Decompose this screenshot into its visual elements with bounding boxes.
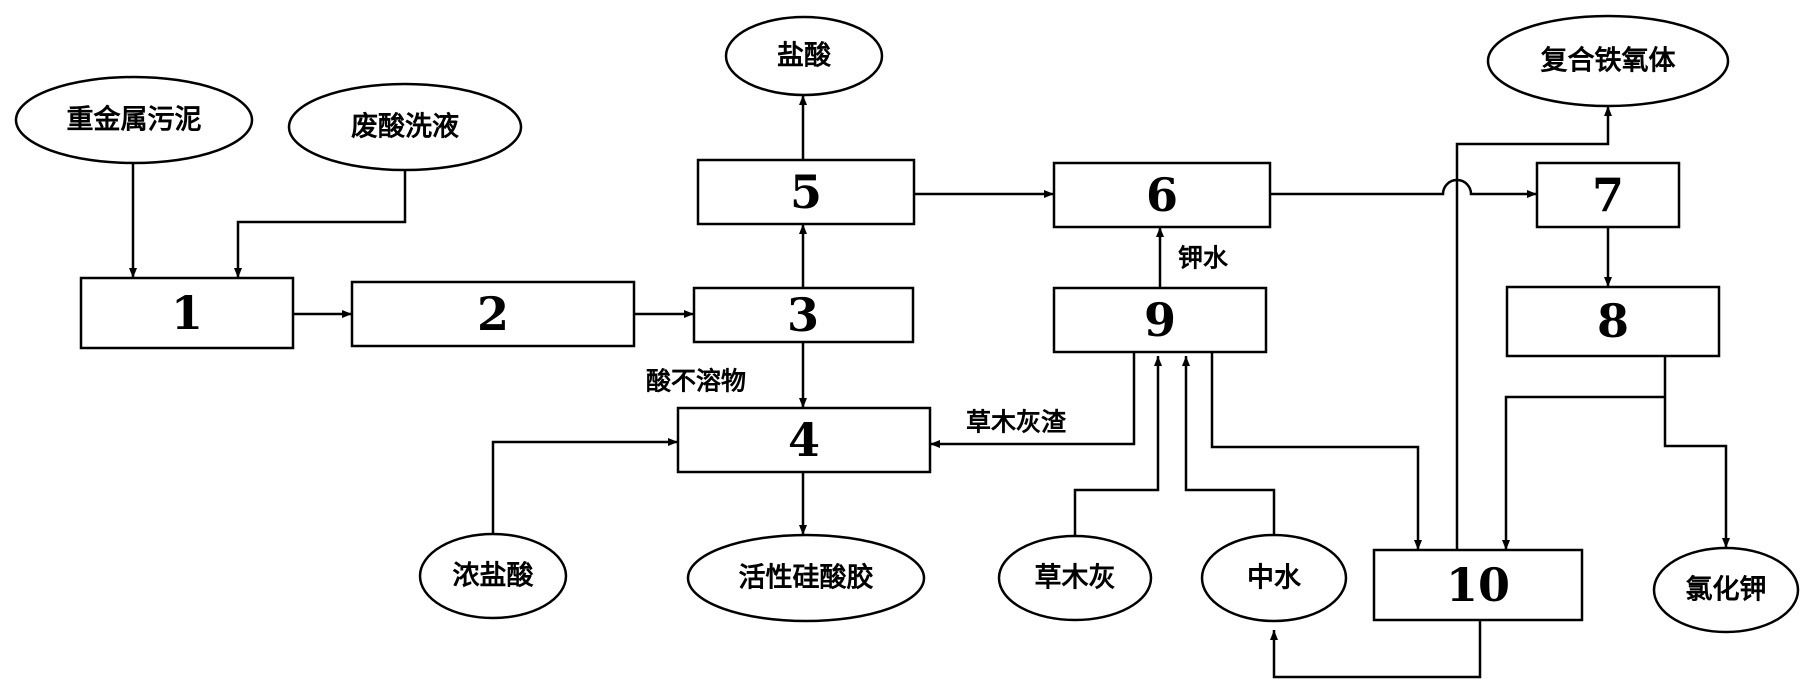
process-box-8: 8 (1505, 285, 1721, 358)
arrow-conchcl-to-4 (491, 438, 678, 534)
edge-label-plant-ash-residue: 草木灰渣 (966, 408, 1067, 437)
arrow-9-to-10 (1210, 352, 1422, 550)
process-box-3: 3 (692, 286, 915, 344)
edge-label-acid-insoluble: 酸不溶物 (646, 367, 746, 396)
material-active-silicic-gel-label: 活性硅酸胶 (739, 562, 874, 594)
process-box-9-label: 9 (1144, 293, 1176, 347)
arrow-acidwash-to-1 (234, 170, 407, 278)
material-potassium-chloride: 氯化钾 (1652, 546, 1800, 634)
process-box-5-label: 5 (790, 165, 822, 219)
process-box-8-label: 8 (1597, 294, 1629, 348)
edge-labels: 酸不溶物 草木灰渣 钾水 (646, 244, 1229, 437)
materials: 重金属污泥 废酸洗液 盐酸 复合铁氧体 浓盐酸 活性硅酸胶 草木灰 中水 (14, 14, 1800, 634)
material-reclaimed-water-label: 中水 (1247, 563, 1302, 594)
process-box-5: 5 (696, 158, 916, 226)
material-waste-acid-wash: 废酸洗液 (287, 82, 523, 172)
arrow-6-to-7 (1270, 178, 1537, 198)
material-composite-ferrite: 复合铁氧体 (1486, 14, 1730, 108)
process-box-10-label: 10 (1446, 558, 1510, 612)
process-box-9: 9 (1052, 286, 1268, 354)
arrow-water-to-9 (1182, 356, 1276, 536)
arrow-10-to-ferrite (1455, 106, 1612, 550)
process-box-4: 4 (676, 406, 932, 474)
process-box-7-label: 7 (1592, 168, 1624, 222)
process-box-6: 6 (1052, 161, 1272, 229)
process-box-10: 10 (1372, 548, 1584, 622)
material-composite-ferrite-label: 复合铁氧体 (1541, 45, 1677, 77)
material-active-silicic-gel: 活性硅酸胶 (686, 533, 926, 623)
process-box-1-label: 1 (171, 286, 203, 340)
material-conc-hydrochloric-acid-label: 浓盐酸 (453, 561, 535, 592)
process-box-6-label: 6 (1146, 168, 1178, 222)
material-potassium-chloride-label: 氯化钾 (1686, 574, 1767, 606)
material-hydrochloric-acid-label: 盐酸 (777, 41, 832, 72)
arrow-9-to-4 (930, 352, 1136, 448)
process-box-4-label: 4 (788, 413, 820, 467)
process-box-2-label: 2 (477, 287, 509, 341)
material-plant-ash: 草木灰 (997, 534, 1153, 622)
process-boxes: 1 2 3 4 5 6 7 8 (79, 158, 1721, 622)
arrow-10-to-water (1270, 620, 1482, 679)
material-reclaimed-water: 中水 (1200, 533, 1348, 623)
arrow-plantash-to-9 (1073, 356, 1162, 536)
material-conc-hydrochloric-acid: 浓盐酸 (418, 532, 568, 620)
material-hydrochloric-acid: 盐酸 (724, 15, 884, 97)
material-waste-acid-wash-label: 废酸洗液 (351, 111, 459, 143)
arrow-8-to-10 (1502, 395, 1665, 550)
process-box-1: 1 (79, 276, 295, 350)
material-plant-ash-label: 草木灰 (1035, 563, 1116, 594)
material-heavy-metal-sludge: 重金属污泥 (14, 75, 254, 165)
process-box-3-label: 3 (787, 288, 819, 342)
arrow-8-to-kcl (1663, 356, 1730, 548)
process-box-7: 7 (1535, 161, 1681, 229)
connectors (129, 95, 1730, 679)
edge-label-potassium-water: 钾水 (1178, 244, 1229, 273)
process-box-2: 2 (350, 280, 636, 348)
material-heavy-metal-sludge-label: 重金属污泥 (67, 104, 202, 136)
